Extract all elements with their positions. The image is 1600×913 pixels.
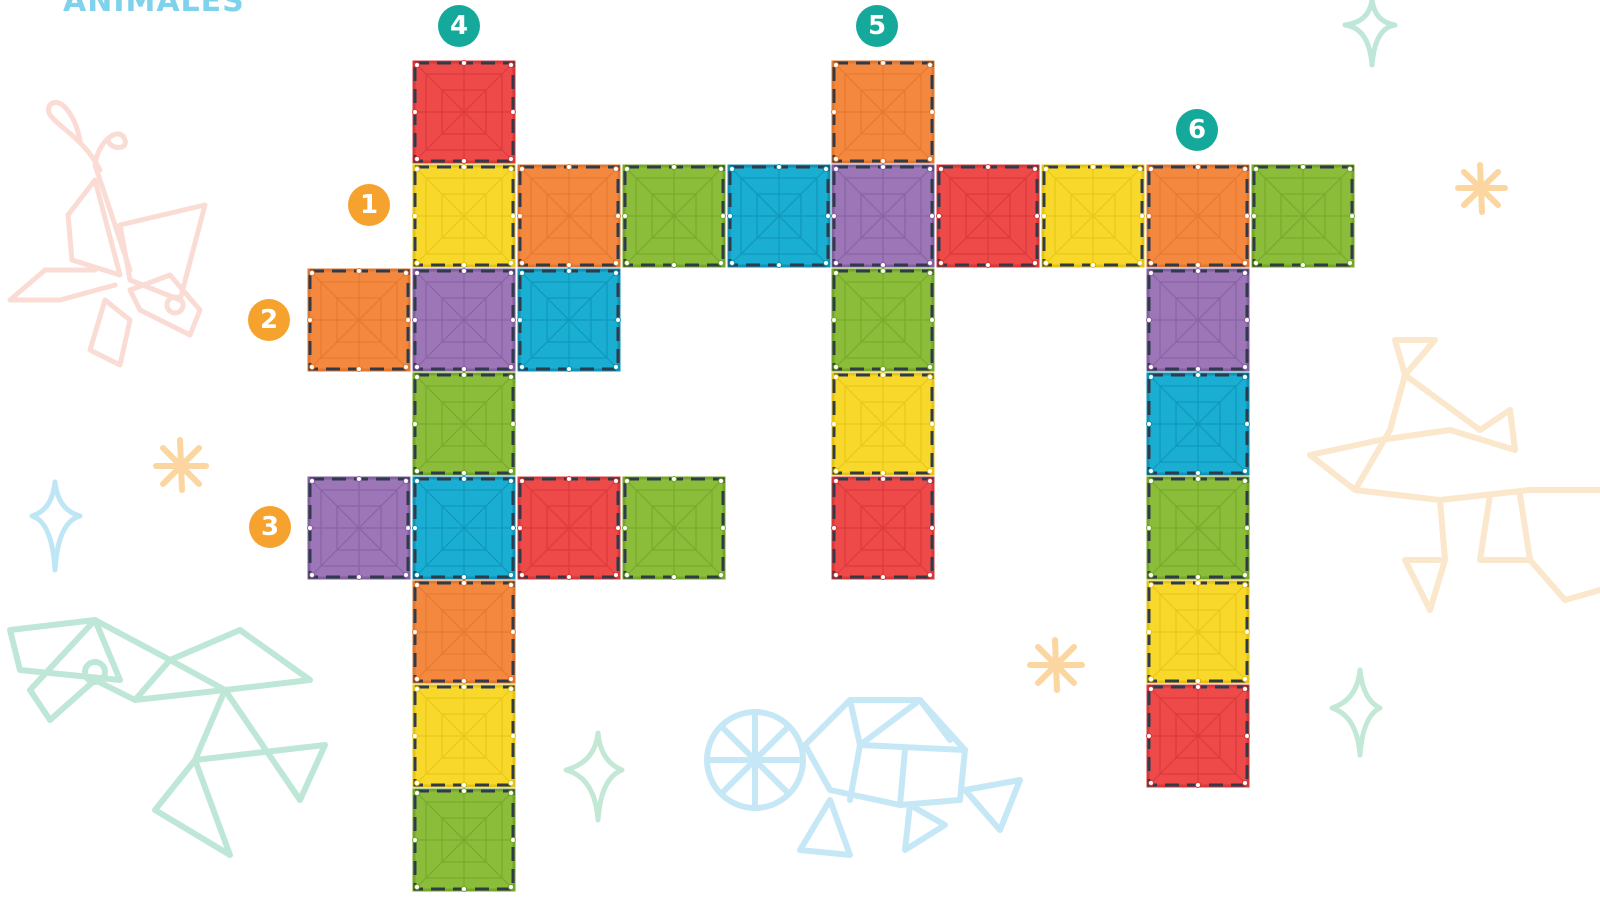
tile-yellow[interactable] (1146, 580, 1250, 684)
clue-badge-1[interactable]: 1 (348, 184, 390, 226)
tile-orange[interactable] (517, 164, 621, 268)
tile-blue[interactable] (1146, 372, 1250, 476)
tile-red[interactable] (412, 60, 516, 164)
tile-yellow[interactable] (412, 164, 516, 268)
tile-blue[interactable] (727, 164, 831, 268)
sparkle-icon (566, 733, 622, 820)
tile-orange[interactable] (412, 580, 516, 684)
tile-orange[interactable] (1146, 164, 1250, 268)
clue-badge-2[interactable]: 2 (248, 299, 290, 341)
starburst-icon (1030, 640, 1082, 690)
dinosaur-sketch (10, 620, 325, 855)
tile-purple[interactable] (1146, 268, 1250, 372)
clue-badge-6[interactable]: 6 (1176, 109, 1218, 151)
clue-badge-4[interactable]: 4 (438, 5, 480, 47)
dog-sketch (1310, 340, 1600, 610)
sparkle-icon (1345, 0, 1395, 65)
tile-purple[interactable] (831, 164, 935, 268)
tile-red[interactable] (1146, 684, 1250, 788)
starburst-icon (1458, 165, 1505, 212)
tile-purple[interactable] (307, 476, 411, 580)
tile-green[interactable] (412, 372, 516, 476)
tile-blue[interactable] (412, 476, 516, 580)
sparkle-icon (1332, 670, 1380, 755)
tile-yellow[interactable] (831, 372, 935, 476)
tile-green[interactable] (622, 476, 726, 580)
tile-red[interactable] (517, 476, 621, 580)
tile-orange[interactable] (307, 268, 411, 372)
tile-red[interactable] (831, 476, 935, 580)
tile-green[interactable] (1251, 164, 1355, 268)
clue-badge-3[interactable]: 3 (249, 506, 291, 548)
tile-red[interactable] (936, 164, 1040, 268)
turtle-sketch (707, 700, 1020, 855)
tile-green[interactable] (831, 268, 935, 372)
sparkle-icon (32, 482, 80, 570)
starburst-icon (156, 440, 206, 490)
tile-green[interactable] (1146, 476, 1250, 580)
tile-orange[interactable] (831, 60, 935, 164)
butterfly-sketch (10, 102, 205, 365)
tile-green[interactable] (622, 164, 726, 268)
tile-yellow[interactable] (412, 684, 516, 788)
tile-green[interactable] (412, 788, 516, 892)
tile-blue[interactable] (517, 268, 621, 372)
clue-badge-5[interactable]: 5 (856, 5, 898, 47)
tile-purple[interactable] (412, 268, 516, 372)
tile-yellow[interactable] (1041, 164, 1145, 268)
